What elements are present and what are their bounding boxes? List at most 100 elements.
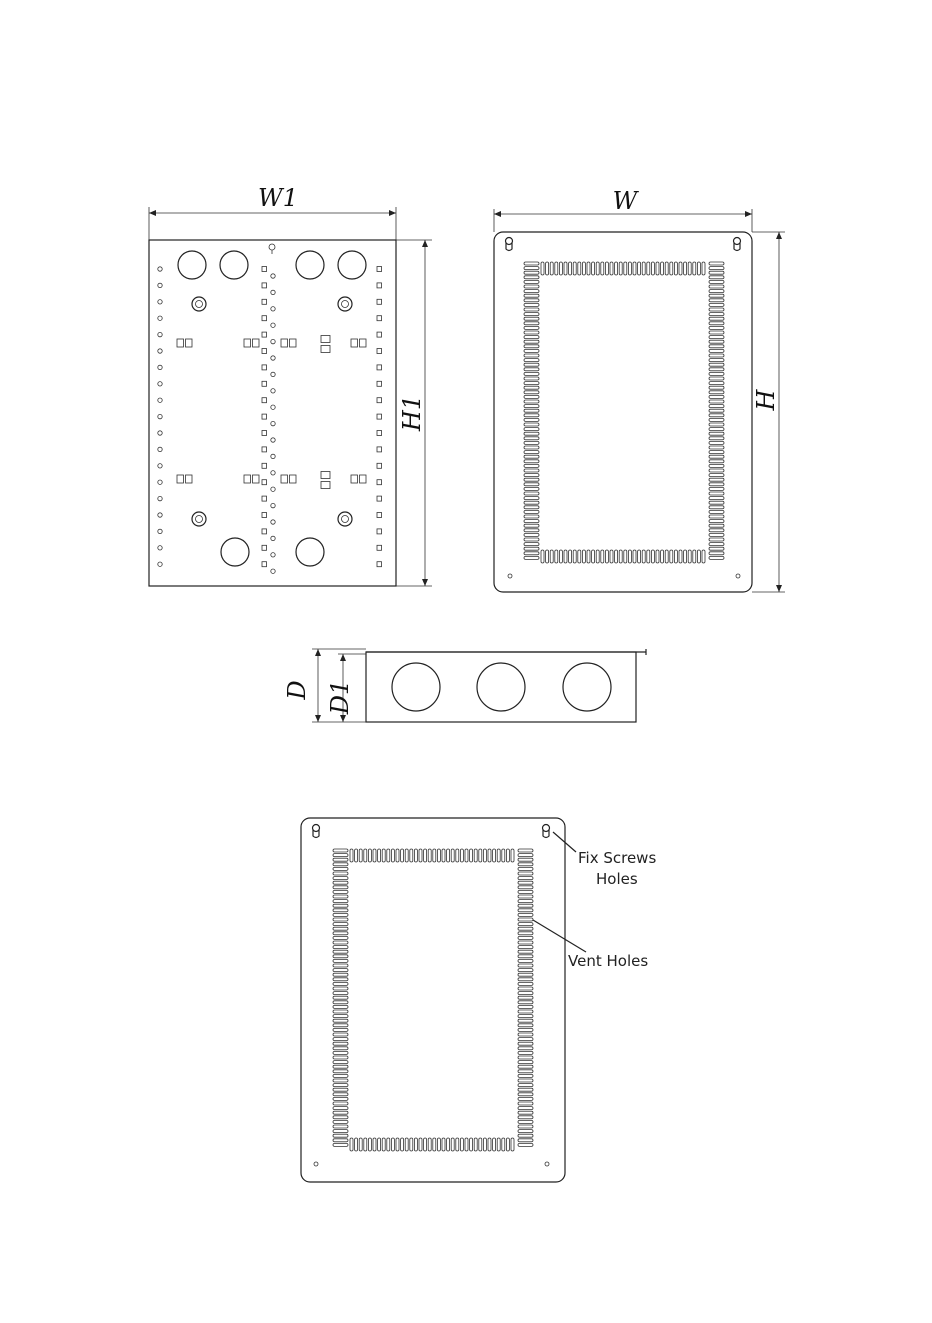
vent-slot (479, 1138, 482, 1151)
vent-slot (424, 849, 427, 862)
vent-slot (592, 550, 595, 563)
vent-slot (709, 497, 724, 500)
small-hole (158, 316, 162, 320)
vent-slot (524, 262, 539, 265)
vent-slot (465, 849, 468, 862)
vent-slot (382, 1138, 385, 1151)
vent-slot (633, 550, 636, 563)
small-hole (271, 569, 275, 573)
dim-d-label: D (283, 680, 311, 700)
vent-slot (709, 464, 724, 467)
vent-slot (633, 262, 636, 275)
vent-slot (333, 978, 348, 981)
vent-slot (624, 262, 627, 275)
vent-slot (524, 409, 539, 412)
vent-slot (479, 849, 482, 862)
vent-slot (709, 359, 724, 362)
vent-slot (497, 849, 500, 862)
vent-slot (333, 964, 348, 967)
vent-slot (546, 262, 549, 275)
slot (177, 475, 184, 483)
vent-slot (493, 1138, 496, 1151)
vent-slot (656, 262, 659, 275)
small-slot (262, 299, 267, 304)
vent-slot (447, 849, 450, 862)
vent-slot (518, 1065, 533, 1068)
knockout-hole (178, 251, 206, 279)
vent-slot (665, 262, 668, 275)
vent-slot (451, 1138, 454, 1151)
vent-slot (569, 550, 572, 563)
slot (321, 346, 330, 353)
vent-slot (702, 262, 705, 275)
vent-slot (709, 345, 724, 348)
vent-slot (541, 550, 544, 563)
vent-slot (601, 262, 604, 275)
small-hole (158, 464, 162, 468)
vent-slot (518, 1084, 533, 1087)
vent-slot (524, 492, 539, 495)
vent-slot (391, 1138, 394, 1151)
vent-slot (647, 550, 650, 563)
vent-slot (578, 550, 581, 563)
small-slot (262, 480, 267, 485)
vent-slot (333, 1015, 348, 1018)
vent-slot (524, 418, 539, 421)
small-slot (377, 283, 382, 288)
vent-slot (414, 849, 417, 862)
vent-slot (333, 1010, 348, 1013)
vent-slot (709, 510, 724, 513)
vent-slot (615, 262, 618, 275)
vent-slot (709, 303, 724, 306)
vent-slot (578, 262, 581, 275)
vent-slot (582, 550, 585, 563)
small-hole (271, 471, 275, 475)
vent-slot (518, 964, 533, 967)
vent-slot (518, 1028, 533, 1031)
small-hole (271, 536, 275, 540)
vent-slot (333, 941, 348, 944)
vent-slot (524, 515, 539, 518)
vent-slot (333, 1051, 348, 1054)
vent-slot (333, 913, 348, 916)
vent-slot (518, 1125, 533, 1128)
vent-holes-leader (533, 920, 586, 952)
slot (186, 475, 193, 483)
vent-slot (709, 317, 724, 320)
vent-slot (518, 872, 533, 875)
vent-slot (333, 932, 348, 935)
slot (253, 475, 260, 483)
vent-slot (651, 550, 654, 563)
vent-slot (610, 262, 613, 275)
vent-slot (596, 262, 599, 275)
small-slot (262, 349, 267, 354)
vent-slot (465, 1138, 468, 1151)
small-hole (271, 290, 275, 294)
small-hole (271, 520, 275, 524)
vent-slot (610, 550, 613, 563)
vent-slot (524, 276, 539, 279)
vent-slot (378, 1138, 381, 1151)
small-slot (262, 365, 267, 370)
dim-h1-label: H1 (398, 395, 426, 432)
vent-slot (709, 487, 724, 490)
vent-slot (518, 1056, 533, 1059)
vent-slot (518, 1139, 533, 1142)
vent-slot (524, 506, 539, 509)
vent-slot (333, 1107, 348, 1110)
vent-slot (697, 262, 700, 275)
vent-slot (350, 1138, 353, 1151)
vent-slot (373, 849, 376, 862)
small-hole (271, 421, 275, 425)
vent-slot (709, 368, 724, 371)
vent-slot (518, 1130, 533, 1133)
vent-slot (524, 483, 539, 486)
vent-slot (709, 538, 724, 541)
knockout-hole (296, 538, 324, 566)
slot (244, 475, 251, 483)
vent-slot (709, 322, 724, 325)
vent-slot (524, 280, 539, 283)
vent-slot (488, 849, 491, 862)
vent-slot (518, 881, 533, 884)
